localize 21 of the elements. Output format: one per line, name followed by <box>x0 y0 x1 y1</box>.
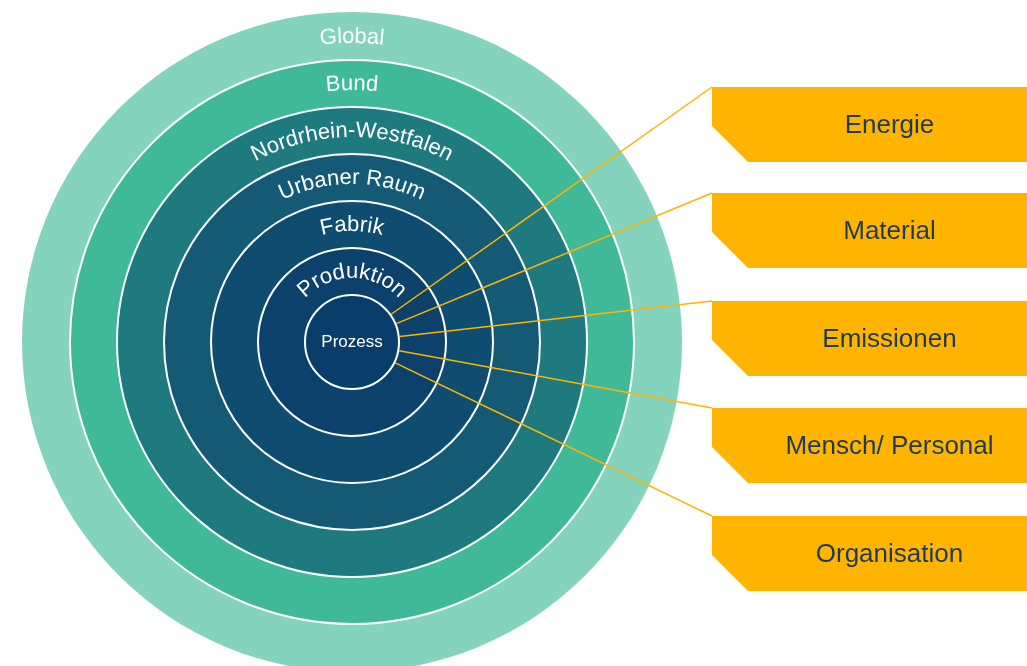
tag-label: Mensch/ Personal <box>784 430 994 461</box>
category-tag <box>712 87 1027 162</box>
tag-label: Emissionen <box>821 323 957 354</box>
ring-label: Bund <box>324 69 380 97</box>
connector-line <box>398 349 713 409</box>
tag-label: Organisation <box>814 538 964 569</box>
category-tag <box>712 301 1027 376</box>
ring-label: Prozess <box>321 332 383 352</box>
ring-label: Fabrik <box>317 210 387 240</box>
ring-label: Urbaner Raum <box>274 163 430 205</box>
connector-line <box>390 86 713 315</box>
category-tag <box>712 193 1027 268</box>
category-tag <box>712 516 1027 591</box>
tag-label: Energie <box>843 109 935 140</box>
connector-line <box>394 362 713 517</box>
tag-label: Material <box>842 215 936 246</box>
ring-label: Produktion <box>291 258 413 302</box>
connector-line <box>398 300 713 338</box>
category-tag <box>712 408 1027 483</box>
connector-line <box>395 192 713 325</box>
ring-label: Global <box>318 22 386 50</box>
